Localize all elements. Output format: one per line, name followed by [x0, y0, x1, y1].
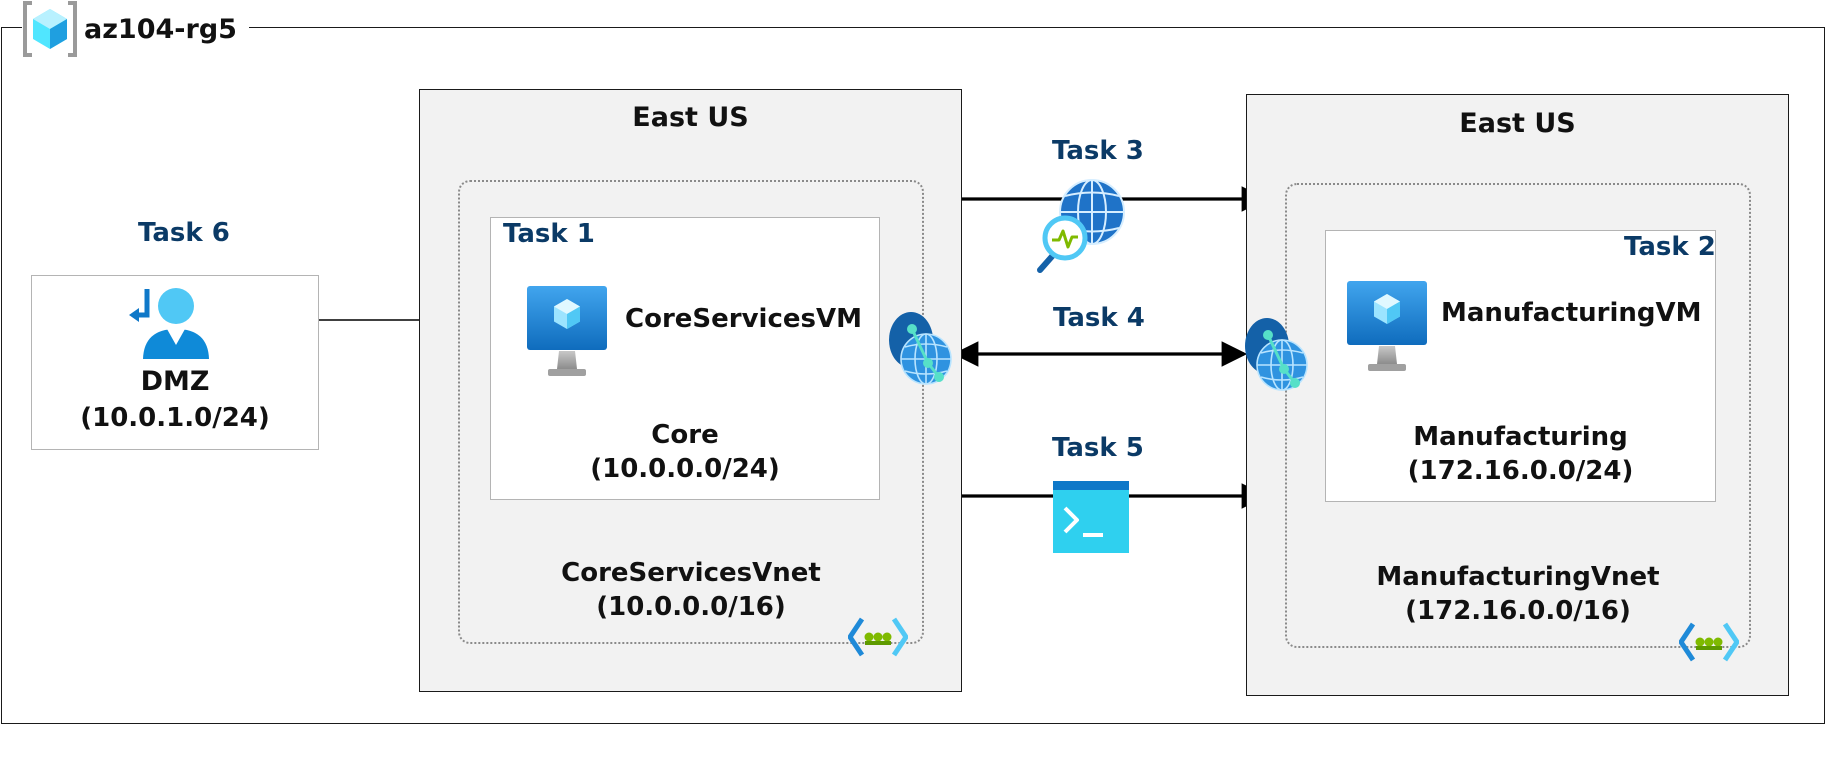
manufacturing-vnet-boundary: [1285, 183, 1751, 648]
user-icon: [129, 285, 211, 361]
task6-label: Task 6: [138, 218, 230, 248]
cloud-shell-icon: [1053, 481, 1129, 553]
region-title-core: East US: [632, 102, 749, 133]
task2-label: Task 2: [1624, 232, 1716, 262]
region-title-manufacturing: East US: [1459, 108, 1576, 139]
resource-group-icon: [22, 0, 78, 58]
dmz-name: DMZ: [140, 366, 210, 397]
vm-icon: [526, 285, 608, 380]
manufacturing-subnet-cidr: (172.16.0.0/24): [1407, 456, 1634, 486]
network-gateway-icon: [1243, 313, 1313, 403]
core-vnet-cidr: (10.0.0.0/16): [596, 592, 786, 622]
core-subnet: [490, 217, 880, 500]
resource-group-frame: [1, 27, 1825, 724]
manufacturing-vm-name: ManufacturingVM: [1441, 298, 1702, 328]
core-subnet-cidr: (10.0.0.0/24): [590, 454, 780, 484]
vnet-icon: [848, 615, 908, 659]
manufacturing-subnet: [1325, 230, 1716, 502]
core-vnet-boundary: [458, 180, 924, 644]
core-vnet-name: CoreServicesVnet: [561, 558, 821, 588]
core-vm-name: CoreServicesVM: [625, 304, 862, 334]
resource-group-label: az104-rg5: [22, 1, 249, 57]
dmz-cidr: (10.0.1.0/24): [80, 403, 270, 433]
vm-icon: [1346, 280, 1428, 375]
task1-label: Task 1: [503, 219, 595, 249]
task5-label: Task 5: [1052, 433, 1144, 463]
manufacturing-vnet-name: ManufacturingVnet: [1376, 562, 1660, 592]
vnet-icon: [1679, 620, 1739, 664]
manufacturing-subnet-name: Manufacturing: [1413, 422, 1628, 452]
resource-group-name: az104-rg5: [84, 13, 237, 45]
network-watcher-icon: [1035, 177, 1127, 275]
task3-label: Task 3: [1052, 136, 1144, 166]
manufacturing-vnet-cidr: (172.16.0.0/16): [1405, 596, 1631, 626]
task4-label: Task 4: [1053, 303, 1145, 333]
network-gateway-icon: [887, 307, 957, 397]
core-subnet-name: Core: [651, 420, 719, 450]
